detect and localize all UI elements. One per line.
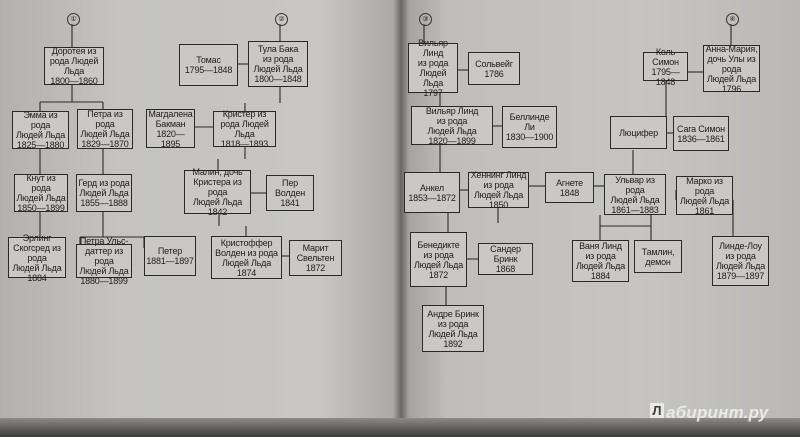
person-box: Петра из рода Людей Льда 1829—1870 xyxy=(77,109,133,149)
person-box: Тамлин, демон xyxy=(634,240,682,273)
person-box: Тула Бака из рода Людей Льда 1800—1848 xyxy=(248,41,308,87)
person-box: Анкел 1853—1872 xyxy=(404,172,460,213)
branch-number-2: ② xyxy=(275,13,288,26)
person-box: Кристоффер Волден из рода Людей Льда 187… xyxy=(211,236,282,279)
person-box: Анна-Мария, дочь Улы из рода Людей Льда … xyxy=(703,44,760,94)
person-box: Кристер из рода Людей Льда 1818—1893 xyxy=(213,109,276,149)
person-box: Петер 1881—1897 xyxy=(144,236,196,276)
person-box: Марко из рода Людей Льда 1861 xyxy=(676,176,733,216)
person-box: Линде-Лоу из рода Людей Льда 1879—1897 xyxy=(712,236,769,286)
person-box: Сольвейг 1786 xyxy=(468,52,520,85)
person-box: Магдалена Бакман 1820—1895 xyxy=(146,109,195,149)
person-box: Сандер Бринк 1868 xyxy=(478,243,533,275)
person-box: Эмма из рода Людей Льда 1825—1880 xyxy=(12,110,69,150)
branch-number-1: ① xyxy=(67,13,80,26)
person-box: Люцифер xyxy=(610,116,667,149)
person-box: Андре Бринк из рода Людей Льда 1892 xyxy=(422,305,484,352)
person-box: Агнете 1848 xyxy=(545,172,594,203)
person-box: Сага Симон 1836—1861 xyxy=(673,116,729,151)
person-box: Пер Волден 1841 xyxy=(266,175,314,211)
person-box: Вильяр Линд из рода Людей Льда 1820—1899 xyxy=(411,106,493,146)
person-box: Марит Свельтен 1872 xyxy=(289,240,342,276)
branch-number-4: ④ xyxy=(726,13,739,26)
person-box: Малин, дочь Кристера из рода Людей Льда … xyxy=(184,167,251,217)
person-box: Бенедикте из рода Людей Льда 1872 xyxy=(410,232,467,287)
book-bottom-edge xyxy=(0,418,800,437)
person-box: Эрлинг Скогсред из рода Людей Льда 1884 xyxy=(8,233,66,283)
person-box: Петра Ульс- даттер из рода Людей Льда 18… xyxy=(76,236,132,286)
person-box: Хеннинг Линд из рода Людей Льда 1850 xyxy=(468,170,529,210)
branch-number-3: ③ xyxy=(419,13,432,26)
person-box: Коль Симон 1795—1848 xyxy=(643,47,688,87)
person-box: Кнут из рода Людей Льда 1850—1899 xyxy=(14,173,68,213)
person-box: Ваня Линд из рода Людей Льда 1884 xyxy=(572,240,629,282)
person-box: Томас 1795—1848 xyxy=(179,44,238,86)
watermark-letter: Л xyxy=(650,403,664,418)
person-box: Вильяр Линд из рода Людей Льда 1797 xyxy=(408,38,458,98)
person-box: Доротея из рода Людей Льда 1800—1860 xyxy=(44,46,104,86)
person-box: Беллинде Ли 1830—1900 xyxy=(502,106,557,148)
watermark-text: абиринт.ру xyxy=(666,403,769,422)
person-box: Ульвар из рода Людей Льда 1861—1883 xyxy=(604,174,666,215)
person-box: Герд из рода Людей Льда 1855—1888 xyxy=(76,174,132,212)
book-gutter xyxy=(393,0,409,437)
